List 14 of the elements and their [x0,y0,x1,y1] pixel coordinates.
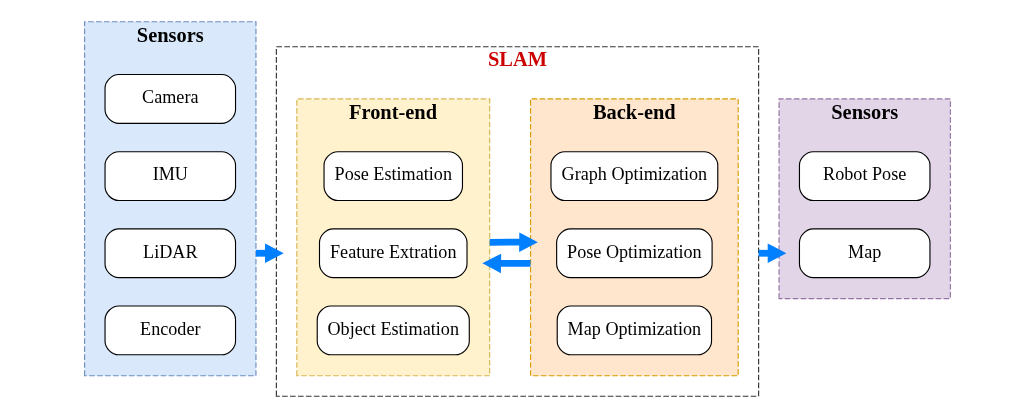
node-box: Robot Pose [798,151,931,202]
node-box: LiDAR [104,228,237,279]
node-box: Pose Estimation [323,151,464,202]
node-box: Feature Extration [318,228,468,279]
node-box: IMU [104,151,237,202]
node-box: Object Estimation [316,305,470,356]
arrow [489,232,538,252]
node-box: Map [798,228,931,279]
node-box: Pose Optimization [556,228,713,279]
arrow [482,253,531,274]
node-box: Encoder [104,305,237,356]
node-box: Graph Optimization [550,151,719,202]
node-box: Camera [104,73,237,124]
node-box: Map Optimization [556,305,713,356]
